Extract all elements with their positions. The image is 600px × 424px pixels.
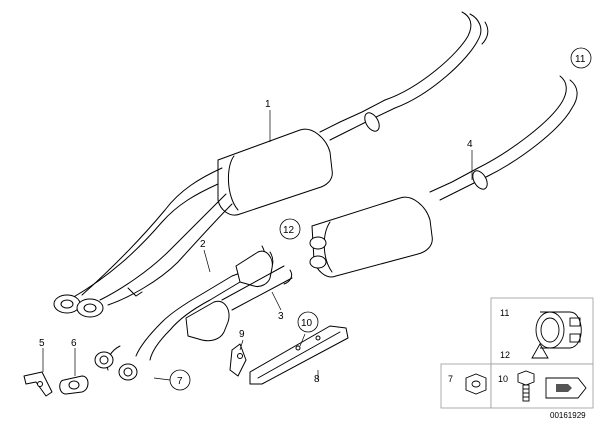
callout-11-circled: 11 [570, 47, 592, 69]
diagram-id: 00161929 [550, 411, 586, 420]
callout-3: 3 [278, 311, 284, 322]
svg-text:11: 11 [575, 54, 586, 65]
svg-text:10: 10 [301, 318, 313, 329]
clamp-icon [531, 311, 582, 359]
label-tag-icon [545, 377, 587, 399]
callout-1: 1 [265, 99, 271, 110]
catalytic-converter [94, 245, 293, 381]
support-bracket-part [23, 371, 53, 397]
svg-text:12: 12 [283, 225, 295, 236]
inset-clamp-sub-label: 12 [500, 350, 510, 360]
callout-4: 4 [467, 139, 473, 150]
nut-icon [465, 373, 487, 395]
bracket-part [249, 325, 349, 385]
callout-6: 6 [71, 338, 77, 349]
callout-12-circled: 12 [279, 218, 301, 240]
inset-bolt-box [490, 363, 594, 409]
rear-silencer-left [53, 11, 489, 318]
inset-bolt-label: 10 [498, 374, 508, 384]
callout-9: 9 [239, 329, 245, 340]
leader-lines [42, 110, 473, 381]
callout-7-circled: 7 [169, 369, 191, 391]
bolt-icon [517, 370, 535, 402]
inset-parts-panel: 11 12 7 10 [440, 297, 594, 409]
hanger-part [229, 343, 247, 377]
inset-nut-label: 7 [448, 374, 453, 384]
svg-text:7: 7 [177, 376, 183, 387]
callout-10-circled: 10 [297, 311, 319, 333]
inset-clamp-box [490, 297, 594, 365]
callout-2: 2 [200, 239, 206, 250]
callout-5: 5 [39, 338, 45, 349]
callout-8: 8 [314, 374, 320, 385]
rear-silencer-right [309, 75, 578, 278]
inset-clamp-label: 11 [500, 308, 509, 318]
gasket-part [59, 375, 89, 395]
